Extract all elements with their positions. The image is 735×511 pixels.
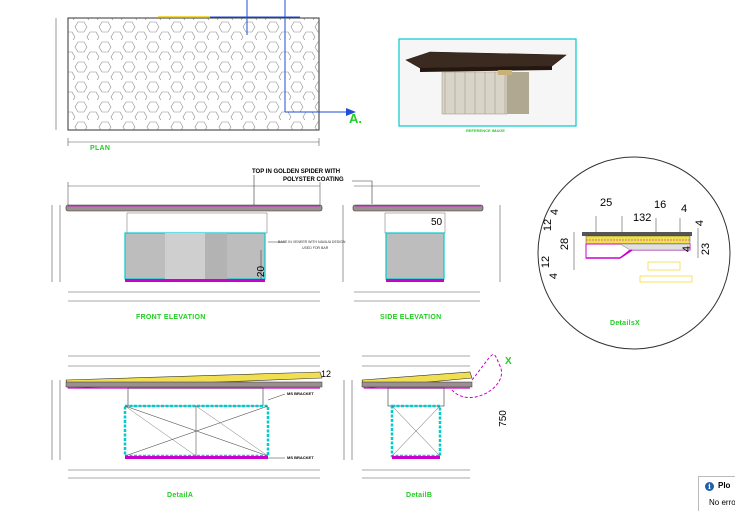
- detail-x-dim-4-right: 4: [694, 219, 707, 227]
- info-icon: i: [705, 482, 714, 491]
- top-note-line2: POLYSTER COATING: [283, 177, 344, 183]
- detail-x-dim-4-top: 4: [681, 203, 688, 215]
- detail-b-label: DetailB: [406, 492, 433, 499]
- side-elevation-label: SIDE ELEVATION: [380, 314, 442, 321]
- side-elevation: [342, 185, 501, 302]
- top-note-line1: TOP IN GOLDEN SPIDER WITH: [252, 169, 341, 175]
- plot-panel-message: No erro: [709, 498, 735, 507]
- section-arrow: [346, 108, 356, 116]
- detail-a-view: [51, 355, 323, 479]
- plan-label: PLAN: [90, 145, 111, 152]
- base-note-line2: USED FOR BAR: [302, 246, 329, 250]
- reference-image: [398, 38, 577, 127]
- bracket-note-bottom: MS BRACKET: [287, 455, 314, 460]
- plan-outline: [67, 17, 320, 131]
- detail-x-dim-4-rightbottom: 4: [681, 245, 694, 253]
- bracket-note-top: MS BRACKET: [287, 391, 314, 396]
- detail-marker: X: [505, 356, 512, 367]
- detail-x-dim-4-lefttop: 4: [549, 208, 562, 216]
- plot-status-panel[interactable]: i Plo No erro: [698, 476, 735, 511]
- reference-image-label: REFERENCE IMAGE: [466, 128, 505, 133]
- front-dim-50: 50: [431, 217, 443, 228]
- plan-view: [55, 0, 356, 146]
- base-note-line1: BASE IN VENEER WITH NAVAJA DESIGN: [278, 240, 346, 244]
- detail-dim-750: 750: [497, 410, 509, 427]
- detail-a-label: DetailA: [167, 492, 194, 499]
- detail-x-dim-132: 132: [633, 212, 652, 224]
- detail-x-dim-16: 16: [654, 199, 667, 211]
- detail-b-view: [343, 354, 503, 479]
- front-dim-20: 20: [256, 265, 268, 278]
- detail-x-label: DetailsX: [610, 320, 641, 327]
- plot-panel-title: Plo: [718, 481, 731, 490]
- side-tabletop: [352, 204, 484, 212]
- front-tabletop: [65, 204, 323, 212]
- detail-x-dim-23: 23: [700, 242, 713, 256]
- section-marker: A.: [349, 111, 362, 126]
- detail-x-dim-25: 25: [600, 197, 613, 209]
- detail-x-view: [537, 156, 731, 350]
- detail-x-dim-4-leftbottom: 4: [548, 272, 561, 280]
- detail-a-dim-12: 12: [321, 369, 332, 379]
- detail-a-frame: [123, 404, 270, 458]
- detail-x-dim-12-bottom: 12: [540, 255, 553, 269]
- detail-x-dim-12-top: 12: [542, 218, 555, 232]
- detail-x-dim-28: 28: [559, 237, 572, 251]
- front-elevation-label: FRONT ELEVATION: [136, 314, 206, 321]
- side-base: [385, 232, 445, 280]
- front-elevation: [51, 175, 373, 302]
